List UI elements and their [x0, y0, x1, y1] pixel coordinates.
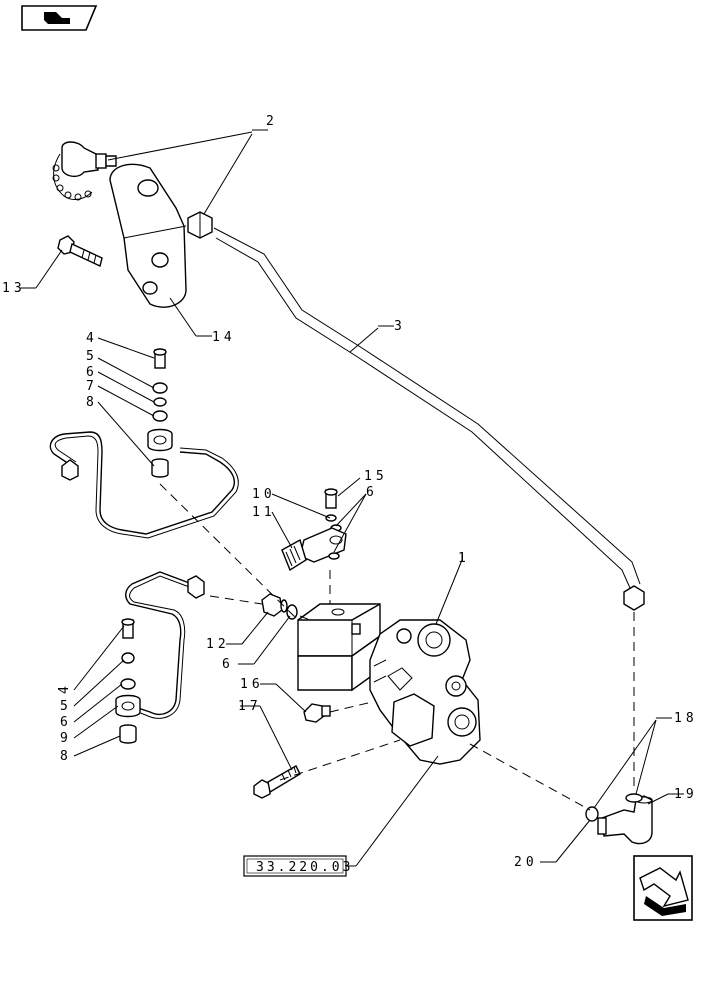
callout-5-upper: 5 [86, 349, 98, 364]
banjo-bolt-15 [281, 488, 347, 572]
pipe-3 [213, 227, 641, 589]
leader-lines [20, 129, 684, 867]
callout-15: 15 [364, 469, 388, 484]
callout-8-lower: 8 [60, 749, 72, 764]
callout-12: 12 [206, 637, 230, 652]
banjo-stack-lower [115, 618, 141, 744]
reference-box[interactable]: 33.220.03 [243, 855, 353, 877]
callout-16: 16 [240, 677, 264, 692]
bolt-13 [57, 235, 103, 267]
callout-labels: 2 3 13 14 4 5 6 7 8 10 11 15 6 1 12 6 16… [2, 114, 698, 870]
o-ring-18 [625, 793, 643, 803]
small-pipe-lower [125, 571, 205, 719]
callout-8-upper: 8 [86, 395, 98, 410]
seal-20 [585, 806, 599, 822]
callout-4-lower: 4 [57, 682, 72, 694]
centerlines [159, 483, 635, 811]
sensor-connector-2 [52, 141, 117, 201]
bracket-14 [109, 163, 187, 308]
back-nav-icon[interactable] [21, 5, 98, 31]
reference-box-text: 33.220.03 [256, 860, 353, 875]
pipe-nut-top [187, 211, 213, 239]
callout-13: 13 [2, 281, 26, 296]
callout-17: 17 [238, 699, 262, 714]
callout-20: 20 [514, 855, 538, 870]
fitting-12 [261, 593, 298, 620]
callout-5-lower: 5 [60, 699, 72, 714]
callout-3: 3 [394, 319, 406, 334]
callout-1: 1 [458, 551, 470, 566]
callout-6-b: 6 [366, 485, 378, 500]
next-page-arrow-icon[interactable] [633, 855, 693, 921]
plug-16 [303, 703, 331, 723]
elbow-fitting-19 [597, 795, 653, 845]
callout-18: 18 [674, 711, 698, 726]
callout-11: 11 [252, 505, 276, 520]
small-pipe-upper [49, 431, 239, 539]
callout-10: 10 [252, 487, 276, 502]
callout-2: 2 [266, 114, 278, 129]
callout-4-upper: 4 [86, 331, 98, 346]
main-valve-1 [297, 603, 481, 765]
callout-6-upper: 6 [86, 365, 98, 380]
callout-6-lower: 6 [60, 715, 72, 730]
pipe-nut-bottom [623, 585, 645, 611]
callout-7: 7 [86, 379, 98, 394]
callout-19: 19 [674, 787, 698, 802]
bolt-17 [253, 765, 301, 799]
banjo-stack-upper [147, 348, 173, 478]
callout-9: 9 [60, 731, 72, 746]
callout-6-c: 6 [222, 657, 234, 672]
callout-14: 14 [212, 330, 236, 345]
